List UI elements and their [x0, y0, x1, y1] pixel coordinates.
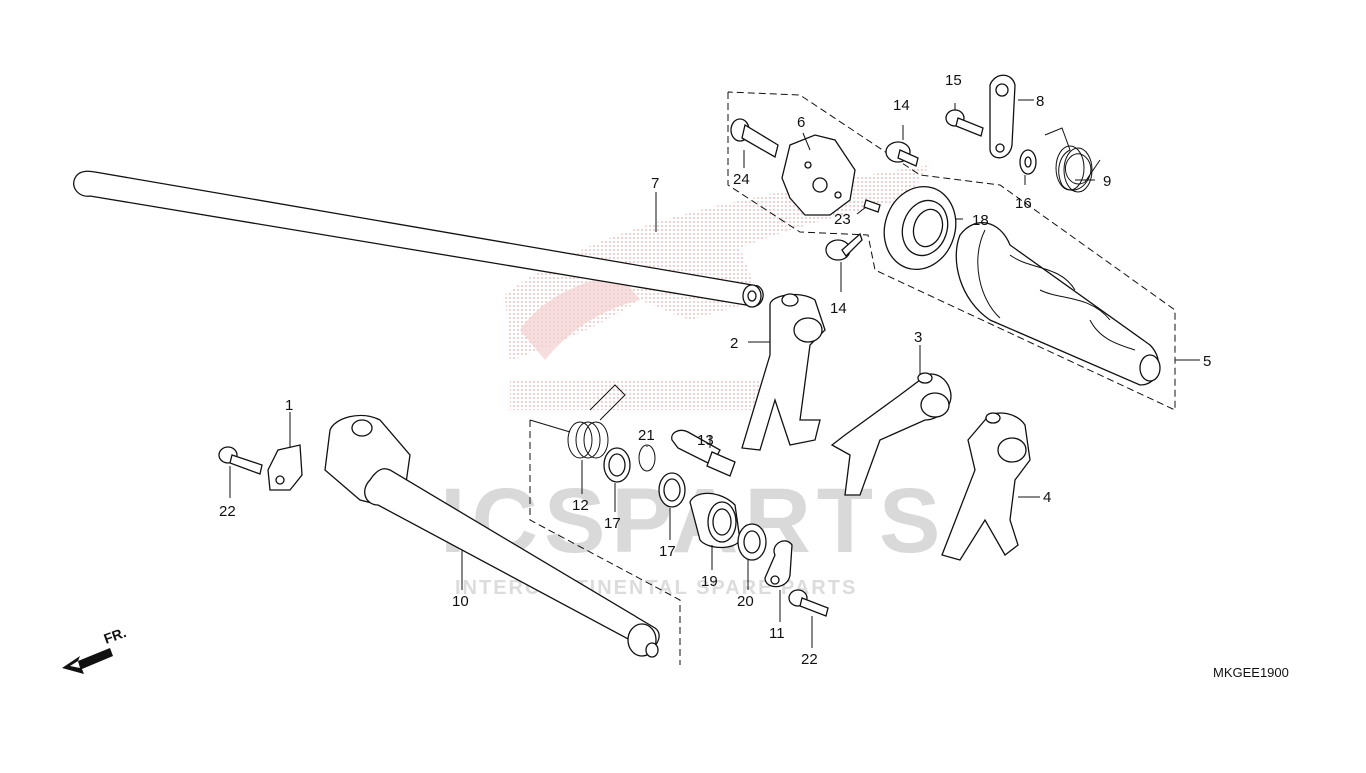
callout-14-upper: 14 [893, 97, 910, 114]
callout-13: 13 [697, 432, 714, 449]
callout-8: 8 [1036, 93, 1044, 110]
callout-5: 5 [1203, 353, 1211, 370]
assembly-outline-shift-spindle [529, 419, 681, 665]
front-label: FR. [102, 624, 129, 647]
washer-17-upper [603, 447, 631, 483]
shift-spindle [324, 414, 660, 658]
callout-21: 21 [638, 427, 655, 444]
callout-16: 16 [1015, 195, 1032, 212]
shift-drum [955, 222, 1161, 386]
callout-22-left: 22 [219, 503, 236, 520]
callout-6: 6 [797, 114, 805, 131]
front-arrow-icon [62, 648, 113, 674]
callout-14-lower: 14 [830, 300, 847, 317]
guide-shaft [73, 170, 764, 308]
bearing-18 [883, 185, 957, 271]
callout-23: 23 [834, 211, 851, 228]
callout-20: 20 [737, 593, 754, 610]
shift-fork-4 [941, 412, 1031, 561]
callout-18: 18 [972, 212, 989, 229]
callout-4: 4 [1043, 489, 1051, 506]
drawing-code: MKGEE1900 [1213, 665, 1289, 680]
shift-fork-3 [830, 372, 952, 496]
stopper-arm [989, 74, 1016, 159]
collar-13 [671, 429, 736, 477]
callout-11: 11 [769, 625, 785, 642]
assembly-outline-shift-drum [727, 91, 1200, 411]
stopper-plate [781, 134, 856, 216]
callout-15: 15 [945, 72, 962, 89]
oil-seal-20 [737, 523, 767, 561]
needle-bearing-19 [689, 492, 741, 549]
callout-24: 24 [733, 171, 750, 188]
callout-19: 19 [701, 573, 718, 590]
callout-9: 9 [1103, 173, 1111, 190]
callout-22-right: 22 [801, 651, 818, 668]
pin-bolt-14-lower [825, 232, 863, 261]
bolt-22-right [788, 589, 829, 617]
bolt-24 [730, 118, 779, 158]
snap-ring-21 [638, 444, 656, 472]
callout-12: 12 [572, 497, 589, 514]
dowel-pin-23 [863, 199, 881, 213]
shift-fork-2 [741, 293, 826, 451]
clip-plate-11 [764, 540, 793, 588]
callout-17-upper: 17 [604, 515, 621, 532]
pin-bolt-14-upper [885, 141, 919, 167]
callout-17-lower: 17 [659, 543, 676, 560]
callout-3: 3 [914, 329, 922, 346]
callout-1: 1 [285, 397, 293, 414]
return-spring-9 [1044, 127, 1101, 193]
bolt-15 [945, 109, 984, 137]
bolt-22-left [218, 446, 263, 475]
callout-7: 7 [651, 175, 659, 192]
spring-12 [567, 384, 626, 459]
callout-10: 10 [452, 593, 469, 610]
washer-17-lower [658, 472, 686, 508]
callout-2: 2 [730, 335, 738, 352]
plate-1 [267, 444, 303, 491]
leader-lines [229, 99, 1095, 648]
washer-16 [1019, 149, 1037, 175]
